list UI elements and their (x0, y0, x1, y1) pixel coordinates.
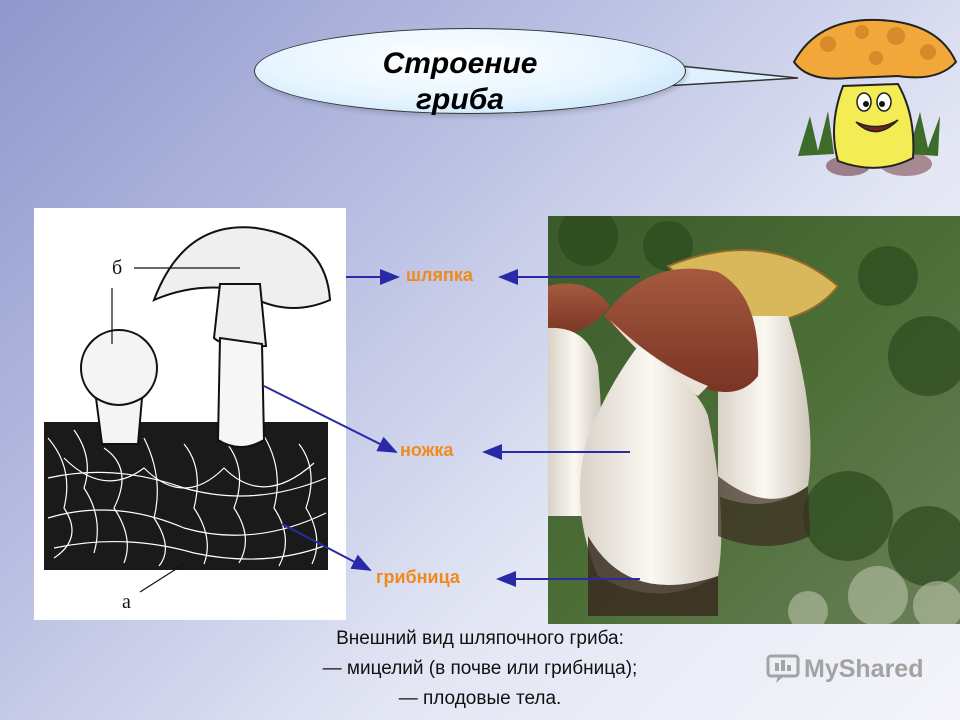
title-line-2: гриба (416, 83, 504, 116)
caption-line-1: Внешний вид шляпочного гриба: (336, 628, 624, 649)
drawing-svg: б а (44, 226, 332, 613)
myshared-logo-icon (766, 654, 800, 683)
slide-title: Строение гриба (300, 46, 620, 118)
drawing-marker-a: а (122, 591, 131, 613)
cartoon-mushroom-icon (792, 18, 958, 176)
watermark-text: MyShared (804, 654, 924, 683)
label-mycelium: грибница (376, 567, 460, 587)
drawing-marker-b: б (112, 257, 122, 279)
arrow-stem-from-drawing (263, 385, 398, 453)
caption-line-3: — плодовые тела. (398, 688, 562, 709)
speech-bubble (254, 28, 686, 114)
watermark: MyShared (766, 654, 923, 684)
mushroom-photo (548, 216, 960, 624)
arrow-mycelium-from-drawing (281, 523, 372, 571)
mushroom-diagram-drawing: б а (34, 208, 346, 620)
label-stem: ножка (400, 440, 454, 460)
caption: Внешний вид шляпочного гриба: — мицелий … (240, 624, 720, 714)
title-line-1: Строение (382, 47, 538, 80)
photo-svg (548, 216, 960, 624)
label-cap: шляпка (406, 265, 473, 285)
caption-line-2: — мицелий (в почве или грибница); (322, 658, 638, 679)
